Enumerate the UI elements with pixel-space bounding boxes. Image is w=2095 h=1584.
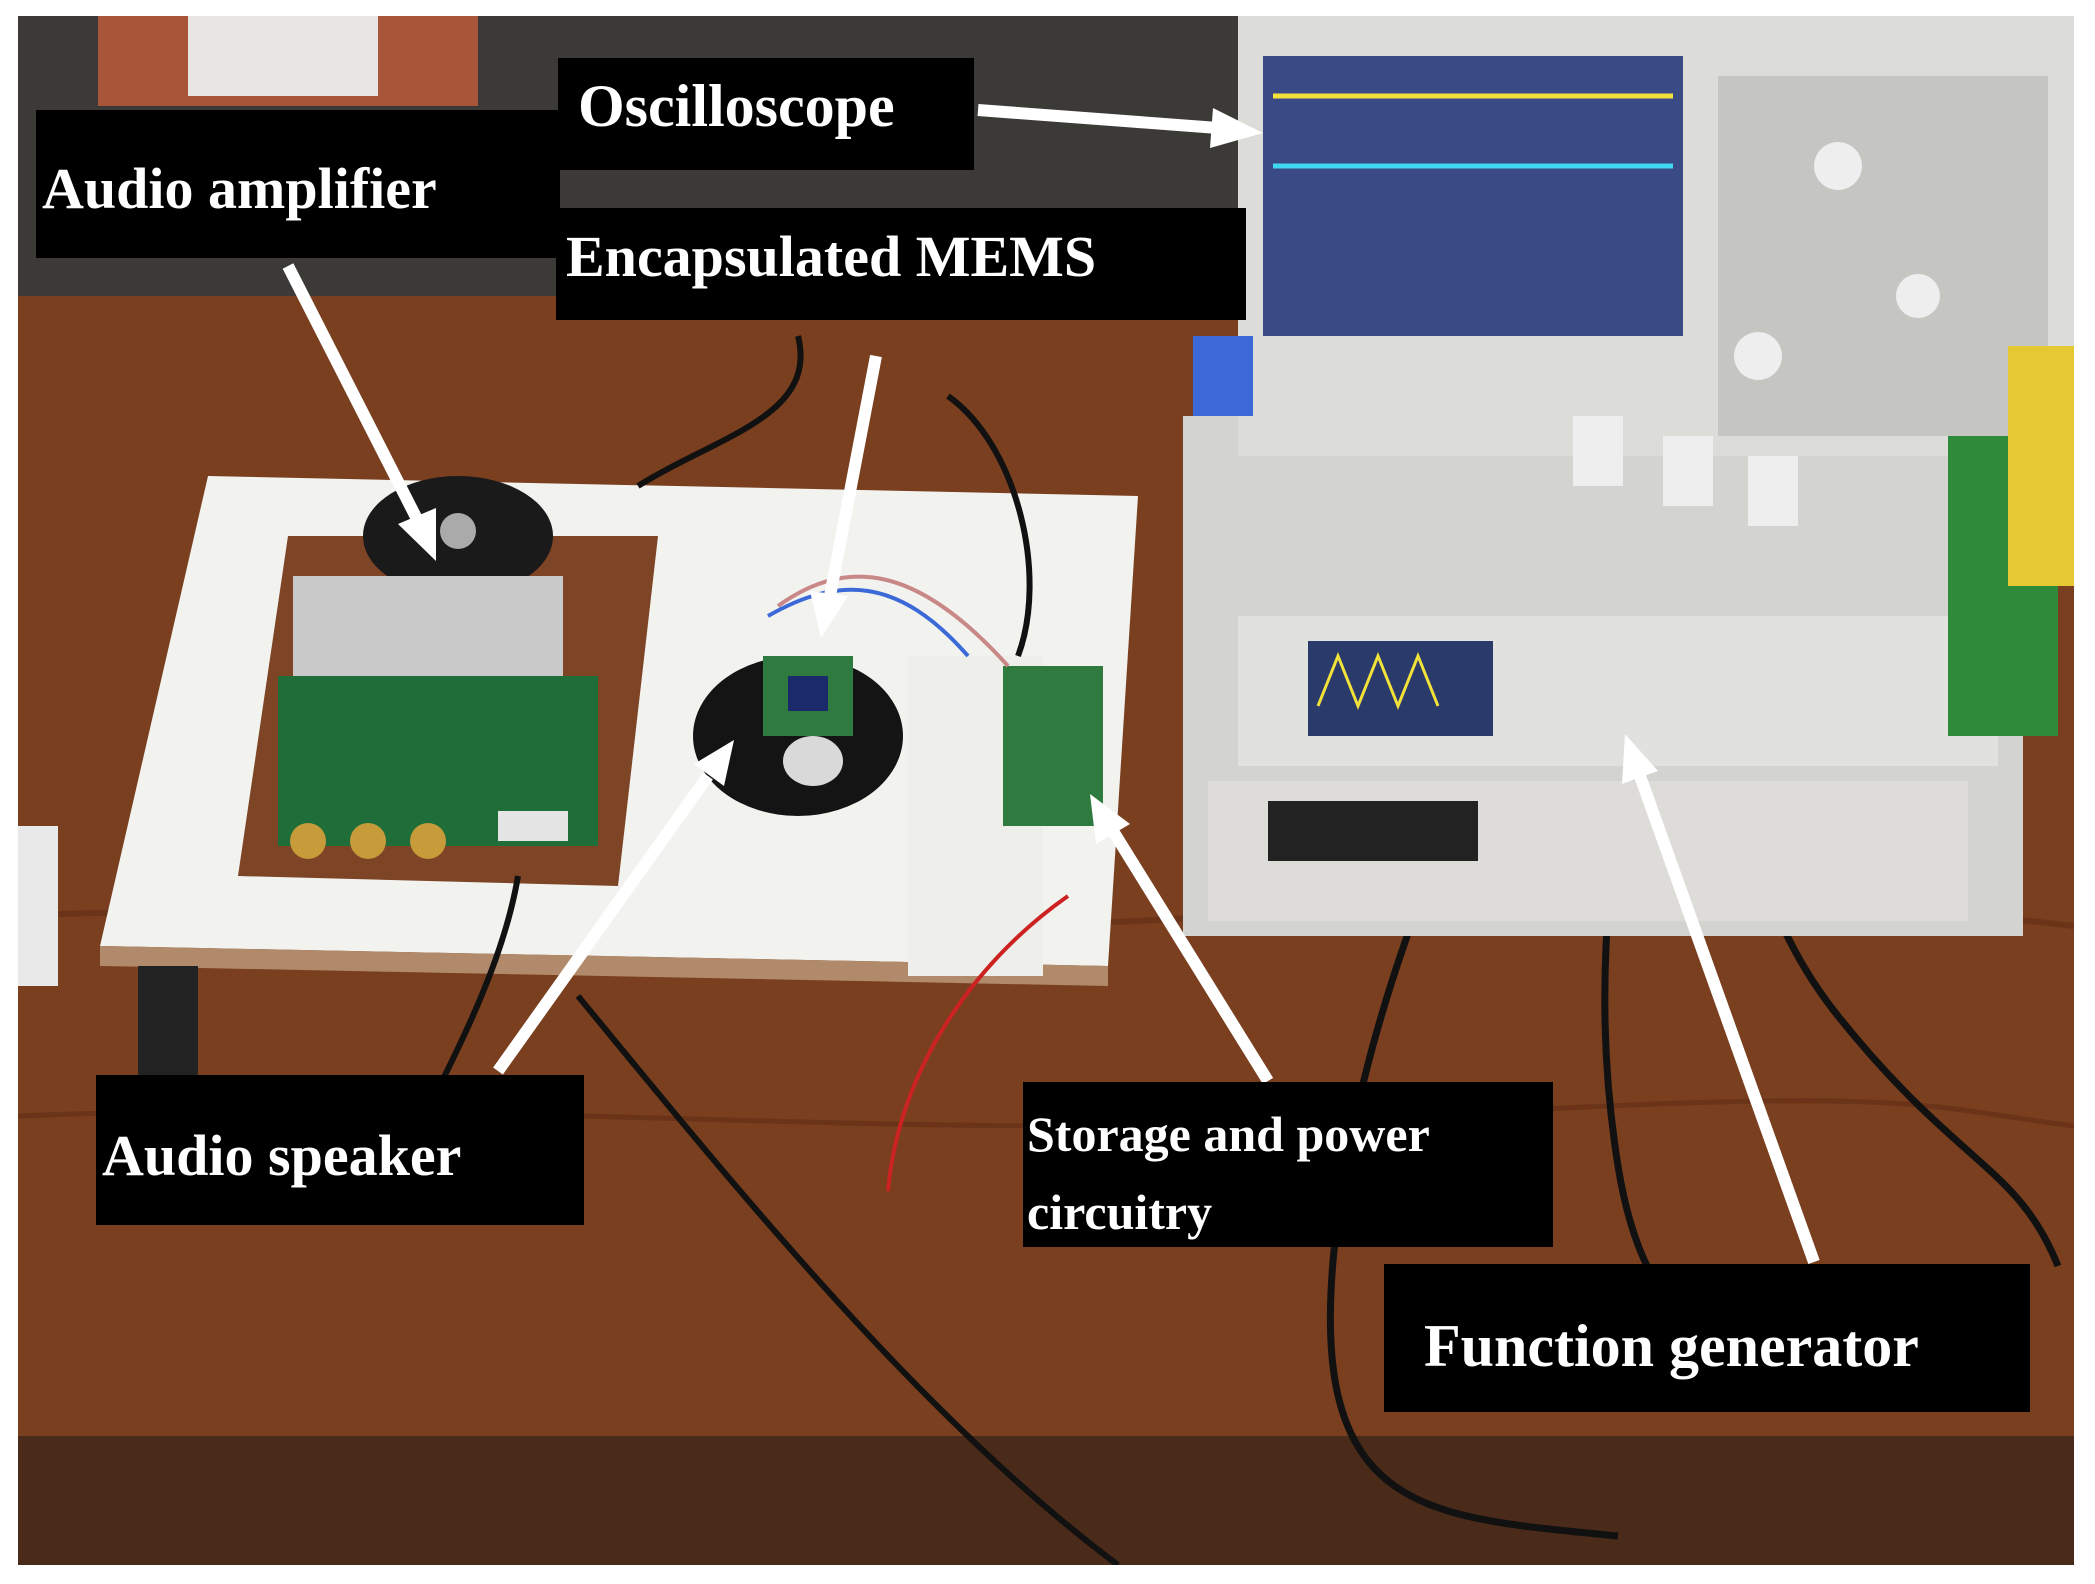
callout-arrows	[282, 104, 1820, 1265]
label-oscilloscope: Oscilloscope	[558, 58, 974, 170]
yellow-bin	[2008, 346, 2074, 586]
arrow-audio-amplifier	[282, 263, 424, 524]
board-leg	[138, 966, 198, 1076]
function-generator-waveform	[1316, 651, 1440, 711]
arrow-encapsulated-mems	[824, 354, 882, 598]
heatsink	[293, 576, 563, 686]
mounting-board-edge	[100, 946, 1108, 986]
power-circuit-pcb	[1003, 666, 1103, 826]
oscilloscope-knob	[1896, 274, 1940, 318]
table-front-edge	[18, 1436, 2074, 1565]
label-audio-speaker: Audio speaker	[96, 1075, 584, 1225]
arrow-oscilloscope-head	[1210, 108, 1263, 148]
arrow-audio-amplifier-head	[398, 508, 436, 561]
arrow-audio-speaker	[493, 772, 713, 1075]
arrow-storage-power	[1107, 827, 1274, 1085]
label-audio-amplifier: Audio amplifier	[36, 110, 560, 258]
oscilloscope-knob	[1734, 332, 1782, 380]
arrow-storage-power-head	[1090, 794, 1130, 844]
probe-connector	[1573, 416, 1623, 486]
arrow-oscilloscope	[977, 104, 1219, 134]
wire	[886, 894, 1070, 1192]
potentiometer	[290, 823, 326, 859]
power-supply-display	[1268, 801, 1478, 861]
probe-connector	[1748, 456, 1798, 526]
oscilloscope-screen	[1263, 56, 1683, 336]
wire	[575, 994, 1120, 1565]
audio-jack	[498, 811, 568, 841]
potentiometer	[410, 823, 446, 859]
probe-connector	[1663, 436, 1713, 506]
arrow-function-generator	[1634, 773, 1820, 1265]
lab-setup-photo	[18, 16, 2074, 1565]
oscilloscope-knob	[1814, 142, 1862, 190]
label-encapsulated-mems: Encapsulated MEMS	[556, 208, 1246, 320]
usb-drive	[1193, 336, 1253, 416]
potentiometer	[350, 823, 386, 859]
wire	[767, 587, 970, 658]
function-generator-display	[1308, 641, 1493, 736]
speaker-dome	[783, 736, 843, 786]
wire	[776, 574, 1010, 668]
wire	[946, 393, 1033, 658]
paper-sheet	[18, 826, 58, 986]
background-box	[188, 16, 378, 96]
arrow-encapsulated-mems-head	[810, 591, 848, 638]
label-storage-and-power-circuitry: Storage and power circuitry	[1023, 1082, 1553, 1247]
label-function-generator: Function generator	[1384, 1264, 2030, 1412]
transformer-center	[440, 513, 476, 549]
arrow-audio-speaker-head	[694, 740, 734, 786]
arrow-function-generator-head	[1622, 734, 1658, 784]
oscilloscope-control-panel	[1718, 76, 2048, 436]
wire	[636, 335, 804, 489]
mems-chip	[788, 676, 828, 711]
